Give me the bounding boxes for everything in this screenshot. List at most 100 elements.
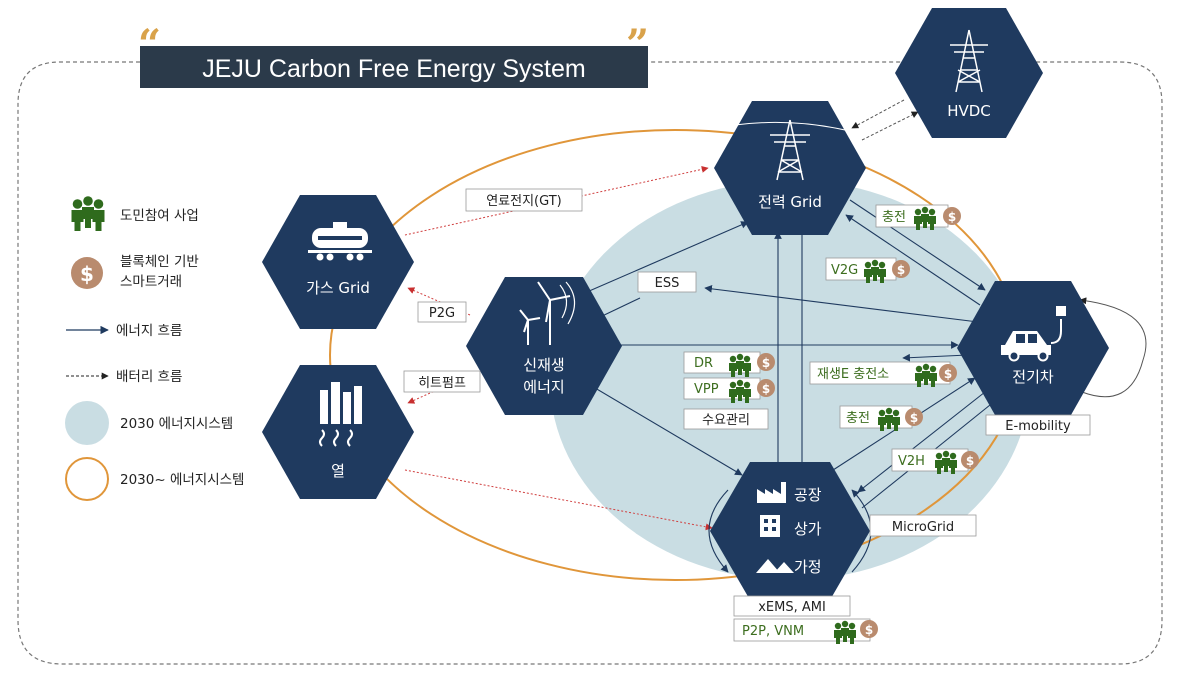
svg-text:$: $ — [944, 367, 952, 381]
home-label: 가정 — [794, 558, 822, 576]
title-box: “ ” JEJU Carbon Free Energy System — [138, 21, 649, 88]
heat-building-icon — [319, 382, 362, 447]
svg-text:2030~ 에너지시스템: 2030~ 에너지시스템 — [120, 472, 244, 488]
svg-text:V2H: V2H — [898, 454, 925, 469]
heat-flow-arrows — [404, 165, 713, 531]
power-grid-node: 전력 Grid — [714, 101, 866, 235]
outer-frame — [17, 61, 1163, 665]
fuel-cell-box: 연료전지(GT) — [465, 188, 583, 212]
svg-text:$: $ — [762, 382, 770, 396]
svg-text:V2G: V2G — [831, 263, 858, 278]
hvdc-label: HVDC — [947, 102, 991, 120]
tank-car-icon — [308, 222, 372, 261]
svg-text:DR: DR — [694, 356, 713, 371]
svg-text:히트펌프: 히트펌프 — [418, 376, 466, 391]
page-title: JEJU Carbon Free Energy System — [202, 55, 585, 83]
coin-icon — [757, 379, 775, 397]
hvdc-node: HVDC — [895, 8, 1043, 138]
coin-icon — [905, 408, 923, 426]
svg-text:MicroGrid: MicroGrid — [892, 520, 954, 535]
power-grid-label: 전력 Grid — [758, 193, 822, 211]
heat-label: 열 — [331, 462, 345, 480]
coin-icon — [943, 207, 961, 225]
svg-text:$: $ — [948, 210, 956, 224]
svg-text:배터리 흐름: 배터리 흐름 — [116, 369, 182, 385]
legend: 도민참여 사업 $ 블록체인 기반 스마트거래 에너지 흐름 배터리 흐름 20… — [65, 196, 244, 501]
coin-icon — [860, 620, 878, 638]
people-icon — [834, 621, 856, 644]
svg-text:”: ” — [626, 21, 649, 68]
legend-citizen: 도민참여 사업 — [72, 196, 199, 231]
svg-text:블록체인 기반: 블록체인 기반 — [120, 254, 199, 270]
heat-node: 열 — [262, 365, 414, 499]
heat-pump-box: 히트펌프 — [403, 370, 481, 393]
xems-box: xEMS, AMI — [733, 595, 851, 617]
legend-battery-flow: 배터리 흐름 — [66, 369, 182, 385]
svg-text:“: “ — [138, 21, 161, 68]
people-icon — [914, 207, 936, 230]
renewable-label-1: 신재생 — [523, 356, 564, 374]
tag-dr: DR $ — [683, 351, 775, 377]
svg-text:스마트거래: 스마트거래 — [120, 274, 182, 290]
factory-icon — [757, 482, 786, 503]
energy-flow-arrows — [579, 199, 991, 509]
commerce-label: 상가 — [794, 520, 822, 538]
p2g-box: P2G — [417, 301, 467, 323]
tag-p2p: P2P, VNM $ — [733, 618, 878, 644]
transmission-tower-icon — [734, 119, 846, 181]
people-icon — [864, 260, 886, 283]
coin-icon — [892, 260, 910, 278]
home-icon — [756, 559, 794, 573]
legend-system-after: 2030~ 에너지시스템 — [65, 457, 244, 501]
ev-node: 전기차 — [957, 281, 1109, 415]
citizen-tags: 충전 $ V2G $ DR $ VPP $ — [683, 204, 979, 644]
tag-re-charging: 재생E 충전소 $ — [809, 361, 957, 387]
svg-text:$: $ — [865, 623, 873, 637]
demand-mgmt-box: 수요관리 — [683, 408, 769, 430]
svg-text:ESS: ESS — [655, 276, 680, 291]
people-icon — [915, 364, 937, 387]
svg-text:도민참여 사업: 도민참여 사업 — [120, 208, 199, 224]
svg-text:xEMS, AMI: xEMS, AMI — [758, 600, 826, 615]
ev-label: 전기차 — [1012, 368, 1054, 386]
microgrid-box: MicroGrid — [869, 514, 977, 537]
renewable-label-2: 에너지 — [523, 378, 564, 396]
svg-text:$: $ — [966, 454, 974, 468]
electric-car-icon — [1001, 306, 1066, 362]
svg-text:에너지 흐름: 에너지 흐름 — [116, 323, 182, 339]
svg-text:P2G: P2G — [429, 306, 455, 321]
coin-icon — [961, 451, 979, 469]
people-icon — [72, 196, 105, 231]
consumer-node: 공장 상가 가정 — [710, 462, 870, 600]
transmission-tower-icon — [950, 29, 988, 93]
coin-icon — [71, 257, 103, 289]
svg-text:E-mobility: E-mobility — [1005, 419, 1071, 434]
people-icon — [729, 354, 751, 377]
people-icon — [878, 408, 900, 431]
svg-text:재생E 충전소: 재생E 충전소 — [817, 367, 889, 382]
svg-text:$: $ — [762, 356, 770, 370]
svg-text:$: $ — [910, 411, 918, 425]
tag-v2h: V2H $ — [891, 448, 979, 474]
svg-text:2030 에너지시스템: 2030 에너지시스템 — [120, 416, 233, 432]
tag-v2g: V2G $ — [825, 257, 910, 283]
coin-icon — [939, 364, 957, 382]
legend-system-2030: 2030 에너지시스템 — [65, 401, 233, 445]
svg-text:연료전지(GT): 연료전지(GT) — [486, 194, 562, 209]
legend-energy-flow: 에너지 흐름 — [66, 323, 182, 339]
renewable-node: 신재생 에너지 — [466, 277, 622, 415]
people-icon — [729, 380, 751, 403]
svg-text:VPP: VPP — [694, 382, 719, 397]
tag-charge-mid: 충전 $ — [839, 405, 923, 431]
svg-text:P2P, VNM: P2P, VNM — [742, 624, 804, 639]
svg-text:$: $ — [897, 263, 905, 277]
factory-label: 공장 — [794, 486, 822, 504]
svg-text:충전: 충전 — [846, 411, 870, 426]
legend-blockchain: $ 블록체인 기반 스마트거래 — [71, 254, 199, 290]
gas-grid-node: 가스 Grid — [262, 195, 414, 329]
svg-text:충전: 충전 — [882, 210, 906, 225]
tag-charge-top: 충전 $ — [875, 204, 961, 230]
commerce-icon — [760, 515, 780, 537]
tag-vpp: VPP $ — [683, 377, 775, 403]
